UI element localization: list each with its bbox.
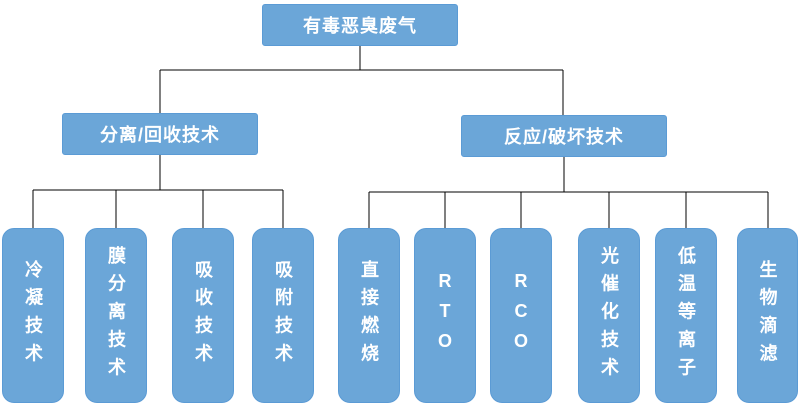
- leaf-node-membrane-separation: 膜分离技术: [85, 228, 147, 403]
- leaf-node-absorption: 吸收技术: [172, 228, 234, 403]
- leaf-node-label: 生物滴滤: [757, 259, 778, 372]
- root-node-toxic-odor-gas: 有毒恶臭废气: [262, 4, 458, 46]
- branch-node-label: 反应/破坏技术: [503, 127, 624, 147]
- leaf-node-label: 低温等离子: [676, 245, 696, 386]
- leaf-node-label: 膜分离技术: [106, 245, 126, 386]
- leaf-node-label: RTO: [435, 270, 455, 361]
- leaf-node-condensation: 冷凝技术: [2, 228, 64, 403]
- leaf-node-rto: RTO: [414, 228, 476, 403]
- leaf-node-low-temp-plasma: 低温等离子: [655, 228, 717, 403]
- leaf-node-label: 吸附技术: [273, 259, 293, 372]
- leaf-node-label: 吸收技术: [193, 259, 213, 372]
- branch-node-reaction-destruction: 反应/破坏技术: [461, 115, 667, 157]
- leaf-node-adsorption: 吸附技术: [252, 228, 314, 403]
- root-node-label: 有毒恶臭废气: [303, 16, 417, 36]
- branch-node-label: 分离/回收技术: [99, 125, 220, 145]
- leaf-node-label: RCO: [511, 270, 531, 361]
- leaf-node-rco: RCO: [490, 228, 552, 403]
- leaf-node-bio-trickling-filter: 生物滴滤: [737, 228, 798, 403]
- leaf-node-label: 直接燃烧: [359, 259, 379, 372]
- leaf-node-photocatalytic: 光催化技术: [578, 228, 640, 403]
- branch-node-separation-recovery: 分离/回收技术: [62, 113, 258, 155]
- leaf-node-label: 冷凝技术: [23, 259, 43, 372]
- leaf-node-label: 光催化技术: [599, 245, 619, 386]
- leaf-node-direct-combustion: 直接燃烧: [338, 228, 400, 403]
